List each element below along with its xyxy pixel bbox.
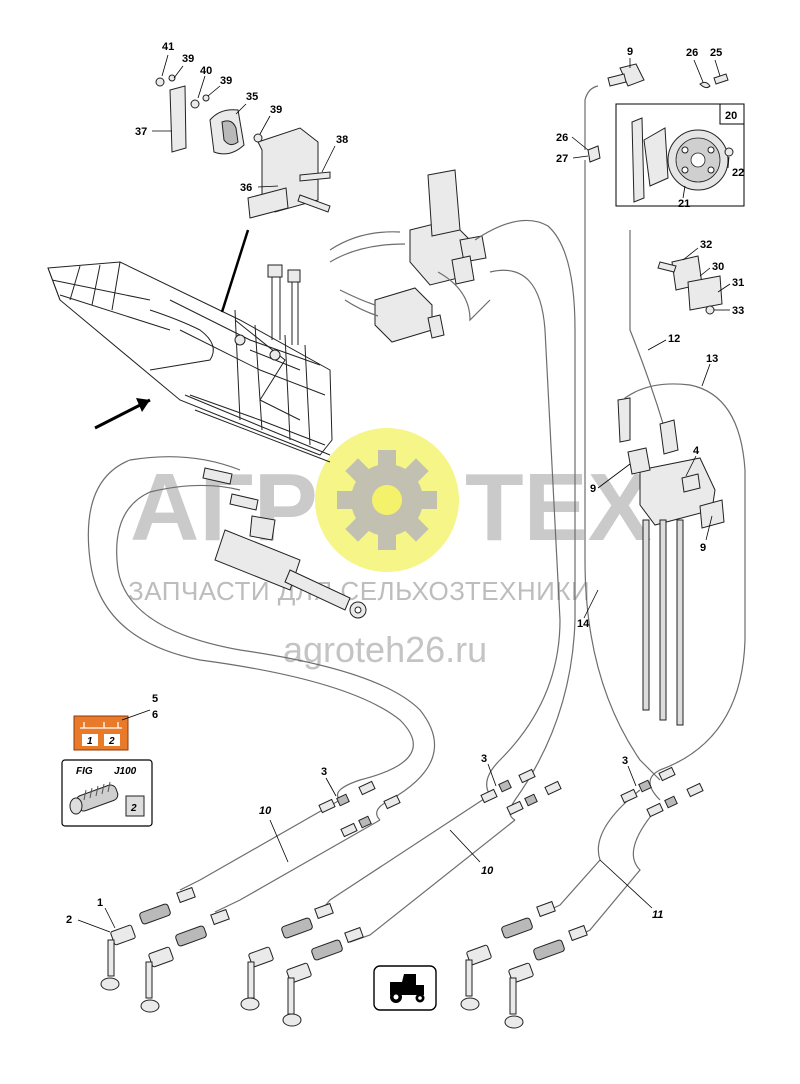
callout-39: 39 <box>220 75 232 87</box>
callout-10: 10 <box>259 805 272 817</box>
fig-label: FIG <box>76 766 93 777</box>
leader-lines <box>77 54 731 933</box>
callout-26: 26 <box>556 132 568 144</box>
selector-valve <box>617 397 725 726</box>
callout-9: 9 <box>590 483 596 495</box>
callout-35: 35 <box>246 91 258 103</box>
callout-27: 27 <box>556 153 568 165</box>
callout-32: 32 <box>700 239 712 251</box>
callout-20: 20 <box>725 110 737 122</box>
watermark-logo-right: ТЕХ <box>465 454 652 561</box>
control-valve-block <box>329 169 491 343</box>
watermark: АГР ТЕХ ЗАПЧАСТИ ДЛЯ СЕЛЬХОЗТЕХНИКИ agro… <box>128 428 652 670</box>
watermark-url: agroteh26.ru <box>283 629 487 670</box>
callout-3: 3 <box>481 753 487 765</box>
callout-6: 6 <box>152 709 158 721</box>
fig-code: J100 <box>114 766 137 777</box>
callout-13: 13 <box>706 353 718 365</box>
callout-3: 3 <box>321 766 327 778</box>
callout-1: 1 <box>97 897 103 909</box>
arrow-icon <box>94 398 151 430</box>
clamp-assembly <box>657 255 723 315</box>
callout-39: 39 <box>182 53 194 65</box>
callout-40: 40 <box>200 65 212 77</box>
gear-icon <box>315 428 459 572</box>
callout-11: 11 <box>652 909 663 921</box>
callout-12: 12 <box>668 333 680 345</box>
callout-5: 5 <box>152 693 158 705</box>
callout-39: 39 <box>270 104 282 116</box>
fig-badge: 2 <box>130 803 137 814</box>
callouts: 41 39 40 39 35 39 37 38 36 9 26 25 20 26… <box>66 41 744 926</box>
decal-label-left: 1 <box>87 736 93 747</box>
quick-couplers <box>100 886 588 1029</box>
callout-4: 4 <box>693 445 700 457</box>
callout-37: 37 <box>135 126 147 138</box>
hydraulic-cylinder <box>202 467 367 619</box>
bracket-assembly <box>155 74 331 219</box>
callout-14: 14 <box>577 618 590 630</box>
callout-41: 41 <box>162 41 174 53</box>
callout-9: 9 <box>700 542 706 554</box>
callout-21: 21 <box>678 198 690 210</box>
boom-frame <box>47 261 333 463</box>
callout-9: 9 <box>627 46 633 58</box>
callout-38: 38 <box>336 134 348 146</box>
callout-25: 25 <box>710 47 722 59</box>
decal-label: 1 2 <box>73 715 129 751</box>
callout-10: 10 <box>481 865 494 877</box>
tractor-icon <box>373 965 437 1011</box>
callout-22: 22 <box>732 167 744 179</box>
callout-26: 26 <box>686 47 698 59</box>
callout-3: 3 <box>622 755 628 767</box>
watermark-subtitle: ЗАПЧАСТИ ДЛЯ СЕЛЬХОЗТЕХНИКИ <box>128 576 590 606</box>
fig-j100-inset: FIG J100 2 <box>61 759 153 827</box>
decal-label-right: 2 <box>108 736 115 747</box>
pulley-inset <box>615 103 745 207</box>
callout-30: 30 <box>712 261 724 273</box>
callout-31: 31 <box>732 277 744 289</box>
callout-36: 36 <box>240 182 252 194</box>
callout-2: 2 <box>66 914 72 926</box>
fittings-row <box>318 766 704 838</box>
callout-33: 33 <box>732 305 744 317</box>
